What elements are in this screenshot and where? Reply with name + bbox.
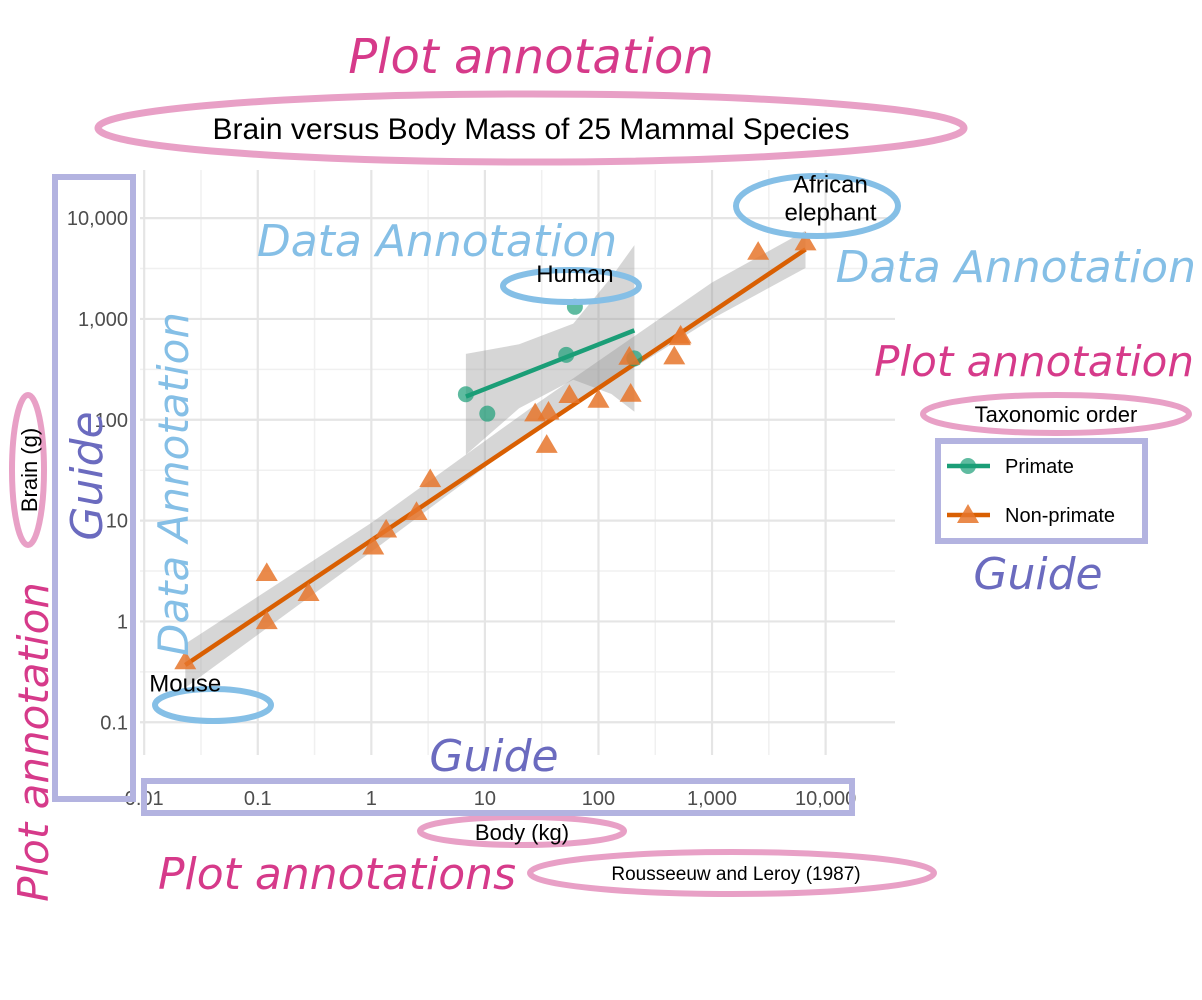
non-primate-point xyxy=(537,400,560,420)
x-tick-label: 100 xyxy=(582,788,615,810)
non-primate-point xyxy=(747,241,770,260)
non-primate-point xyxy=(558,384,581,403)
ylabel-ellipse xyxy=(9,392,47,548)
non-primate-point xyxy=(669,324,692,344)
non-primate-point xyxy=(255,610,278,630)
y-tick-label: 10 xyxy=(106,511,128,533)
caption: Rousseeuw and Leroy (1987) xyxy=(611,864,860,885)
guide-bottom: Guide xyxy=(429,731,558,782)
primate-confidence-band xyxy=(465,245,635,455)
legend-key-triangle xyxy=(957,504,979,523)
non-primate-point xyxy=(618,346,641,365)
data-annotation-right: Data Annotation xyxy=(836,242,1196,293)
guide-right: Guide xyxy=(973,549,1102,600)
x-tick-label: 0.1 xyxy=(244,788,272,810)
primate-point xyxy=(558,346,575,363)
x-tick-label: 10,000 xyxy=(795,788,856,810)
x-tick-label: 1,000 xyxy=(687,788,737,810)
primate-fit-line xyxy=(465,328,636,399)
data-annotation-top: Data Annotation xyxy=(257,216,617,267)
title-ellipse xyxy=(94,90,968,166)
plot-annotations-bottom: Plot annotations xyxy=(158,849,516,900)
primate-point xyxy=(479,405,496,422)
y-axis-label: Brain (g) xyxy=(17,428,42,512)
caption-ellipse xyxy=(527,849,937,897)
gridlines xyxy=(140,170,895,755)
legend-key-circle xyxy=(960,458,976,474)
x-tick-label: 10 xyxy=(474,788,496,810)
point-label: elephant xyxy=(784,200,876,227)
chart-title: Brain versus Body Mass of 25 Mammal Spec… xyxy=(213,113,850,146)
non-primate-point xyxy=(362,535,385,555)
y-axis-guide-box xyxy=(52,174,136,802)
non-primate-point xyxy=(587,389,610,408)
y-tick-label: 0.1 xyxy=(100,712,128,734)
non-primate-point xyxy=(405,501,428,520)
legend-title-ellipse xyxy=(920,392,1192,436)
fit-lines xyxy=(184,247,807,667)
non-primate-point xyxy=(419,468,442,488)
non-primate-point xyxy=(375,518,398,538)
y-tick-label: 1,000 xyxy=(78,309,128,331)
legend-label: Primate xyxy=(1005,456,1074,478)
mouse-label-ellipse xyxy=(152,686,274,724)
y-tick-label: 1 xyxy=(117,611,128,633)
data-points xyxy=(174,231,817,670)
non-primate-point xyxy=(535,434,558,453)
point-label: Mouse xyxy=(149,671,221,698)
non-primate-fit-line xyxy=(184,247,807,667)
human-label-ellipse xyxy=(500,267,642,305)
non-primate-point xyxy=(174,650,197,670)
y-tick-label: 100 xyxy=(95,410,128,432)
y-tick-label: 10,000 xyxy=(67,208,128,230)
guide-left: Guide xyxy=(62,411,113,540)
non-primate-point xyxy=(663,345,686,365)
x-axis-guide-box xyxy=(141,778,855,816)
non-primate-point xyxy=(255,562,278,582)
xlabel-ellipse xyxy=(417,814,627,848)
plot-annotation-right: Plot annotation xyxy=(874,337,1194,386)
primate-point xyxy=(457,386,474,403)
data-annotation-left: Data Annotation xyxy=(149,312,198,656)
legend-title: Taxonomic order xyxy=(975,402,1138,427)
plot-annotation-top: Plot annotation xyxy=(348,29,714,85)
plot-annotation-left: Plot annotation xyxy=(9,582,58,902)
non-primate-point xyxy=(297,582,320,602)
elephant-label-ellipse xyxy=(733,173,901,239)
non-primate-point xyxy=(619,383,642,402)
x-tick-label: 1 xyxy=(366,788,377,810)
point-label: African xyxy=(793,172,868,199)
legend-label: Non-primate xyxy=(1005,505,1115,527)
legend-guide-box xyxy=(935,438,1148,544)
non-primate-point xyxy=(794,231,817,251)
point-label: Human xyxy=(536,261,613,288)
x-axis-label: Body (kg) xyxy=(475,820,569,845)
